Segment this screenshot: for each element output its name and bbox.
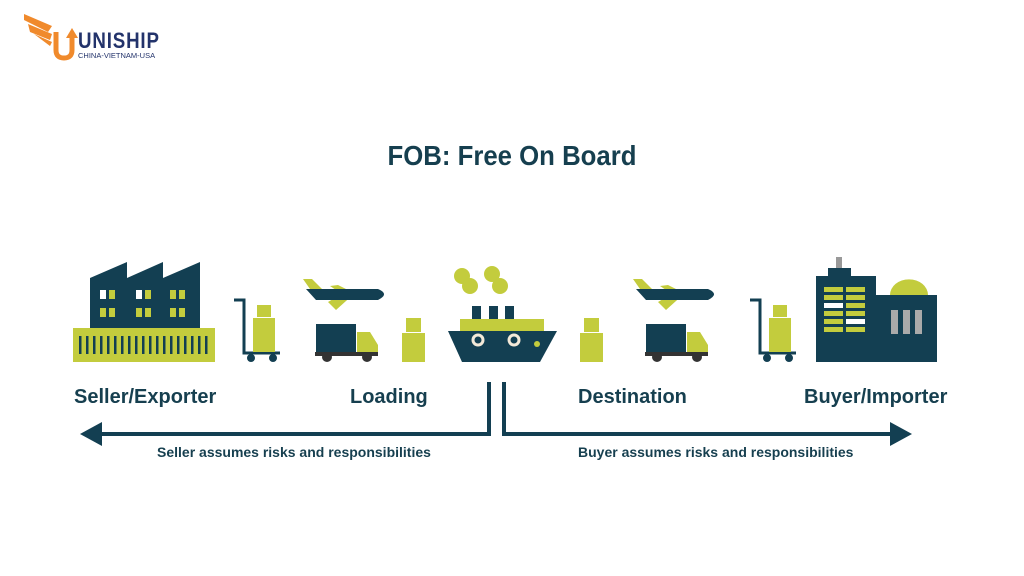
seller-responsibility-arrow <box>80 382 491 446</box>
factory-icon <box>73 262 215 362</box>
seller-caption: Seller assumes risks and responsibilitie… <box>157 444 431 460</box>
box-icon <box>402 318 425 362</box>
stage-destination: Destination <box>578 386 687 408</box>
stage-loading: Loading <box>350 386 428 408</box>
truck-icon <box>315 324 378 362</box>
truck-icon <box>645 324 708 362</box>
page-title: FOB: Free On Board <box>387 140 637 171</box>
stage-seller-exporter: Seller/Exporter <box>74 386 217 408</box>
stage-buyer-importer: Buyer/Importer <box>804 386 948 408</box>
cart-icon <box>234 298 280 362</box>
ship-icon <box>448 266 557 362</box>
box-icon <box>580 318 603 362</box>
airplane-icon <box>303 279 384 310</box>
logo-tagline: CHINA-VIETNAM-USA <box>78 51 156 60</box>
logo-wing-icon <box>24 14 78 61</box>
cart-icon <box>750 298 796 362</box>
buyer-responsibility-arrow <box>502 382 912 446</box>
buyer-caption: Buyer assumes risks and responsibilities <box>578 444 854 460</box>
logo-name: UNISHIP <box>78 28 160 53</box>
office-building-icon <box>816 257 937 362</box>
airplane-icon <box>633 279 714 310</box>
